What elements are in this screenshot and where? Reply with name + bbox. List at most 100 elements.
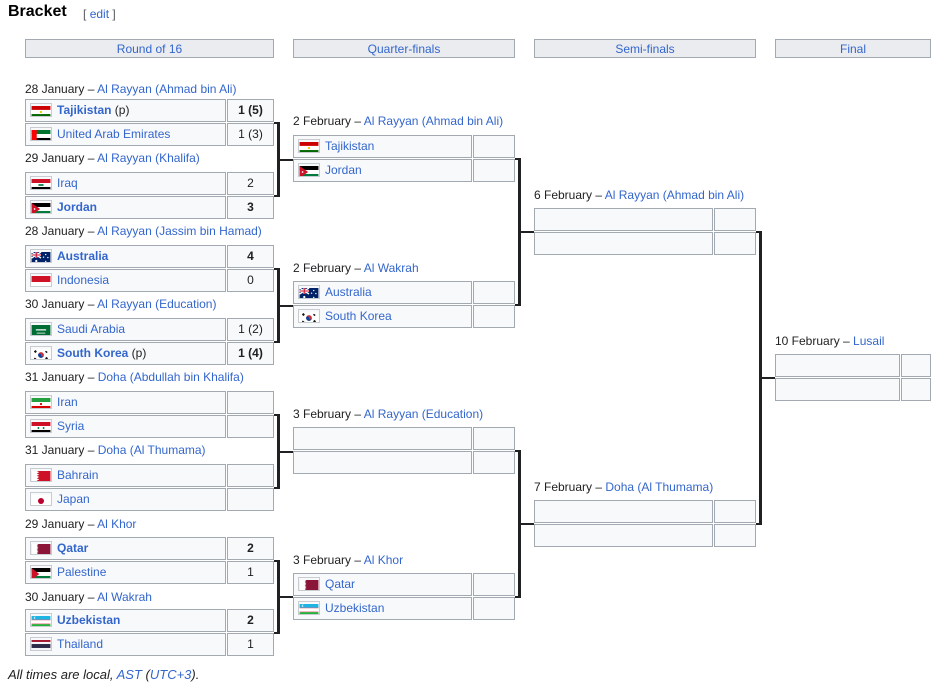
team-slot <box>534 500 713 523</box>
venue-link[interactable]: Al Rayyan (Khalifa) <box>97 151 200 165</box>
bracket-connector <box>277 122 280 197</box>
jor-flag-icon <box>298 162 320 177</box>
team-name[interactable]: Qatar <box>57 541 89 555</box>
bracket-connector <box>279 305 293 307</box>
venue-link[interactable]: Doha (Al Thumama) <box>605 480 714 494</box>
team-name[interactable]: Thailand <box>57 637 104 651</box>
irq-flag-icon <box>30 175 52 190</box>
match-date: 29 January <box>25 517 85 531</box>
team-name[interactable]: Tajikistan <box>325 139 375 153</box>
team-name[interactable]: Uzbekistan <box>325 601 385 615</box>
match-date-venue: 10 February – Lusail <box>775 334 884 348</box>
team-slot[interactable]: Iran <box>25 391 226 414</box>
venue-link[interactable]: Doha (Al Thumama) <box>97 443 206 457</box>
bracket-connector <box>759 231 762 525</box>
venue-link[interactable]: Al Khor <box>363 553 404 567</box>
team-slot[interactable]: Tajikistan <box>293 135 472 158</box>
match-date-venue: 31 January – Doha (Al Thumama) <box>25 443 206 457</box>
bracket-connector <box>277 560 280 634</box>
tjk-flag-icon <box>298 138 320 153</box>
team-slot[interactable]: Thailand <box>25 633 226 656</box>
ast-link[interactable]: AST <box>116 667 142 682</box>
team-name[interactable]: Tajikistan <box>57 103 112 117</box>
team-slot[interactable]: Uzbekistan <box>25 609 226 632</box>
team-name[interactable]: Jordan <box>57 200 98 214</box>
team-slot[interactable]: Syria <box>25 415 226 438</box>
venue-link[interactable]: Lusail <box>853 334 885 348</box>
bracket-connector <box>274 341 279 343</box>
team-name[interactable]: Iran <box>57 395 78 409</box>
team-name[interactable]: Bahrain <box>57 468 99 482</box>
team-slot[interactable]: South Korea (p) <box>25 342 226 365</box>
venue-link[interactable]: Doha (Abdullah bin Khalifa) <box>97 370 244 384</box>
match-date-venue: 2 February – Al Wakrah <box>293 261 419 275</box>
ksa-flag-icon <box>30 321 52 336</box>
team-slot[interactable]: Qatar <box>25 537 226 560</box>
bracket-connector <box>515 304 520 306</box>
venue-link[interactable]: Al Rayyan (Jassim bin Hamad) <box>97 224 262 238</box>
team-slot[interactable]: Uzbekistan <box>293 597 472 620</box>
round-header-sf[interactable]: Semi-finals <box>534 39 756 58</box>
venue-link[interactable]: Al Rayyan (Ahmad bin Ali) <box>97 82 237 96</box>
team-slot[interactable]: Tajikistan (p) <box>25 99 226 122</box>
venue-link[interactable]: Al Rayyan (Education) <box>97 297 217 311</box>
team-name[interactable]: Australia <box>325 285 372 299</box>
team-name[interactable]: Palestine <box>57 565 107 579</box>
match-date: 3 February <box>293 407 352 421</box>
team-slot[interactable]: Iraq <box>25 172 226 195</box>
team-name[interactable]: Iraq <box>57 176 78 190</box>
team-score <box>473 597 515 620</box>
bracket-connector <box>515 158 520 160</box>
team-name[interactable]: Japan <box>57 492 90 506</box>
team-name[interactable]: Jordan <box>325 163 362 177</box>
team-name[interactable]: Uzbekistan <box>57 613 121 627</box>
round-header-final[interactable]: Final <box>775 39 931 58</box>
team-name[interactable]: South Korea <box>325 309 392 323</box>
team-slot[interactable]: Qatar <box>293 573 472 596</box>
round-header-qf[interactable]: Quarter-finals <box>293 39 515 58</box>
team-slot[interactable]: Jordan <box>25 196 226 219</box>
team-score <box>473 281 515 304</box>
team-slot[interactable]: South Korea <box>293 305 472 328</box>
team-slot[interactable]: Bahrain <box>25 464 226 487</box>
round-header-r16[interactable]: Round of 16 <box>25 39 274 58</box>
venue-link[interactable]: Al Khor <box>97 517 137 531</box>
venue-link[interactable]: Al Rayyan (Ahmad bin Ali) <box>604 188 745 202</box>
team-slot[interactable]: Saudi Arabia <box>25 318 226 341</box>
match-date-venue: 2 February – Al Rayyan (Ahmad bin Ali) <box>293 114 503 128</box>
team-slot <box>293 427 472 450</box>
team-slot[interactable]: Japan <box>25 488 226 511</box>
team-name[interactable]: Australia <box>57 249 109 263</box>
team-slot[interactable]: United Arab Emirates <box>25 123 226 146</box>
team-slot[interactable]: Australia <box>25 245 226 268</box>
venue-link[interactable]: Al Rayyan (Ahmad bin Ali) <box>363 114 504 128</box>
team-name[interactable]: Indonesia <box>57 273 110 287</box>
team-name[interactable]: Qatar <box>325 577 356 591</box>
venue-link[interactable]: Al Rayyan (Education) <box>363 407 484 421</box>
team-name[interactable]: United Arab Emirates <box>57 127 171 141</box>
team-score: 3 <box>227 196 274 219</box>
bracket-connector <box>520 231 534 233</box>
idn-flag-icon <box>30 272 52 287</box>
match-date-venue: 28 January – Al Rayyan (Jassim bin Hamad… <box>25 224 262 238</box>
team-slot <box>534 208 713 231</box>
team-slot[interactable]: Palestine <box>25 561 226 584</box>
separator: – <box>84 224 98 238</box>
team-name[interactable]: South Korea <box>57 346 129 360</box>
bracket-connector <box>756 523 761 525</box>
separator: – <box>839 334 854 348</box>
team-name[interactable]: Saudi Arabia <box>57 322 126 336</box>
team-score <box>227 464 274 487</box>
penalty-marker: (p) <box>111 103 130 117</box>
team-slot[interactable]: Jordan <box>293 159 472 182</box>
team-name[interactable]: Syria <box>57 419 85 433</box>
edit-link[interactable]: edit <box>89 7 110 21</box>
venue-link[interactable]: Al Wakrah <box>97 590 152 604</box>
team-score: 1 (5) <box>227 99 274 122</box>
timezone-note: All times are local, AST (UTC+3). <box>8 667 199 682</box>
team-slot[interactable]: Australia <box>293 281 472 304</box>
utc-offset-link[interactable]: UTC+3 <box>149 667 192 682</box>
team-slot[interactable]: Indonesia <box>25 269 226 292</box>
team-score: 0 <box>227 269 274 292</box>
venue-link[interactable]: Al Wakrah <box>363 261 419 275</box>
